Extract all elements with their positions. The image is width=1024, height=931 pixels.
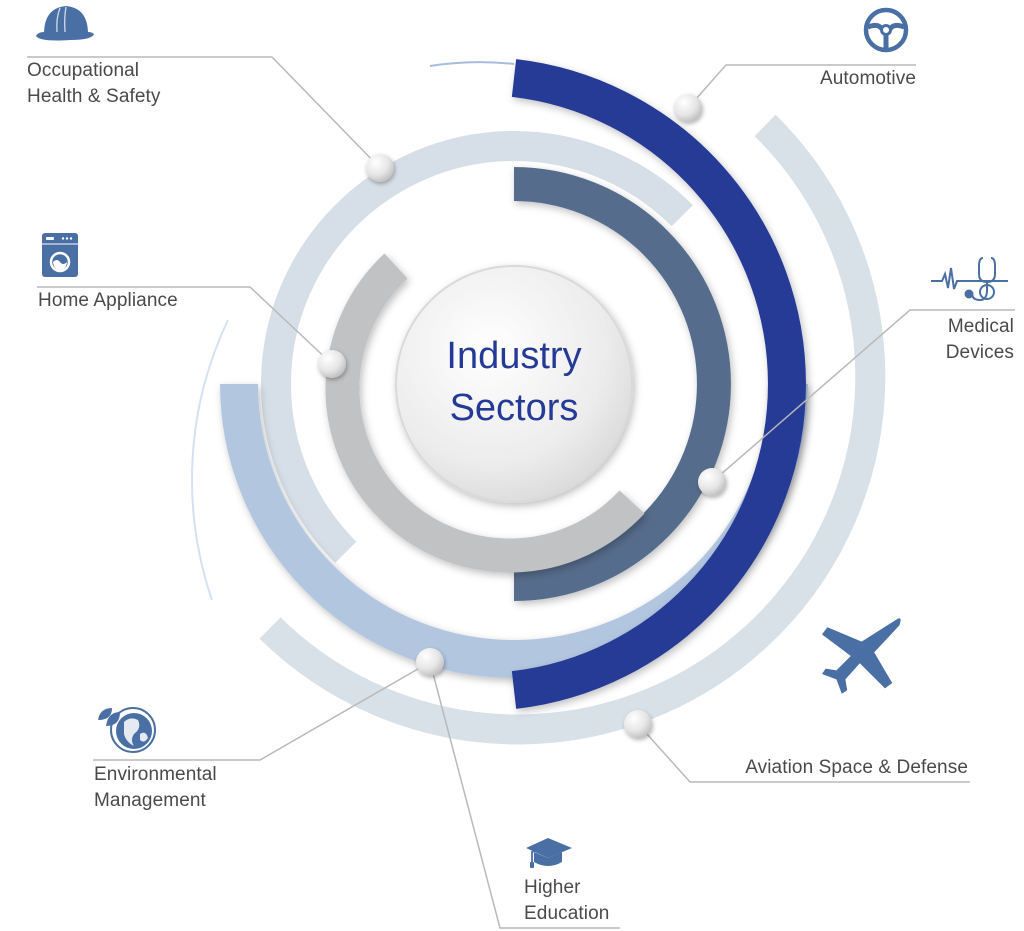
sector-label-line: Health & Safety	[27, 86, 161, 107]
knob-home	[318, 350, 346, 378]
steering-wheel-icon	[863, 7, 909, 53]
ring-gray	[325, 253, 645, 573]
sector-label-line: Occupational	[27, 60, 140, 81]
connector-knobs	[318, 94, 726, 738]
sector-label-line: Environmental	[94, 764, 217, 785]
accent-arc-left	[191, 319, 229, 601]
center-disc	[395, 265, 633, 503]
knob-occupational	[366, 154, 394, 182]
ring-navy	[511, 59, 806, 709]
sector-label-line: Devices	[945, 342, 1014, 363]
sector-label-line: Home Appliance	[38, 290, 178, 311]
knob-environmental	[416, 648, 444, 676]
hard-hat-icon	[36, 6, 94, 41]
leader-lines	[27, 56, 1015, 929]
washing-machine-icon	[42, 233, 78, 277]
ring-outer-pale	[259, 114, 886, 745]
globe-leaf-icon	[98, 707, 156, 753]
sector-label-line: Education	[524, 903, 610, 924]
page-title: Industry Sectors	[396, 330, 632, 434]
ring-slate	[513, 167, 731, 601]
sector-label-line: Management	[94, 790, 206, 811]
sector-label-automotive: Automotive	[760, 66, 916, 92]
sector-label-home-appliance: Home Appliance	[38, 288, 178, 314]
sector-label-line: Higher	[524, 877, 581, 898]
sector-label-medical: Medical Devices	[900, 314, 1014, 366]
knob-aviation	[624, 710, 652, 738]
title-line1: Industry	[446, 335, 582, 377]
graduation-cap-icon	[526, 838, 572, 868]
sector-label-line: Aviation Space & Defense	[745, 757, 968, 778]
sector-label-environmental: Environmental Management	[94, 762, 217, 814]
knob-medical	[698, 468, 726, 496]
accent-arc-top	[429, 61, 515, 67]
sector-label-aviation: Aviation Space & Defense	[700, 755, 968, 781]
sector-label-education: Higher Education	[524, 875, 609, 927]
stethoscope-icon	[931, 257, 1008, 302]
sector-label-occupational: Occupational Health & Safety	[27, 58, 161, 110]
title-line2: Sectors	[449, 387, 579, 429]
ring-light-gray	[261, 131, 693, 563]
sector-label-line: Automotive	[819, 68, 916, 89]
knob-automotive	[674, 94, 702, 122]
sector-label-line: Medical	[947, 316, 1014, 337]
airplane-icon	[822, 618, 901, 694]
